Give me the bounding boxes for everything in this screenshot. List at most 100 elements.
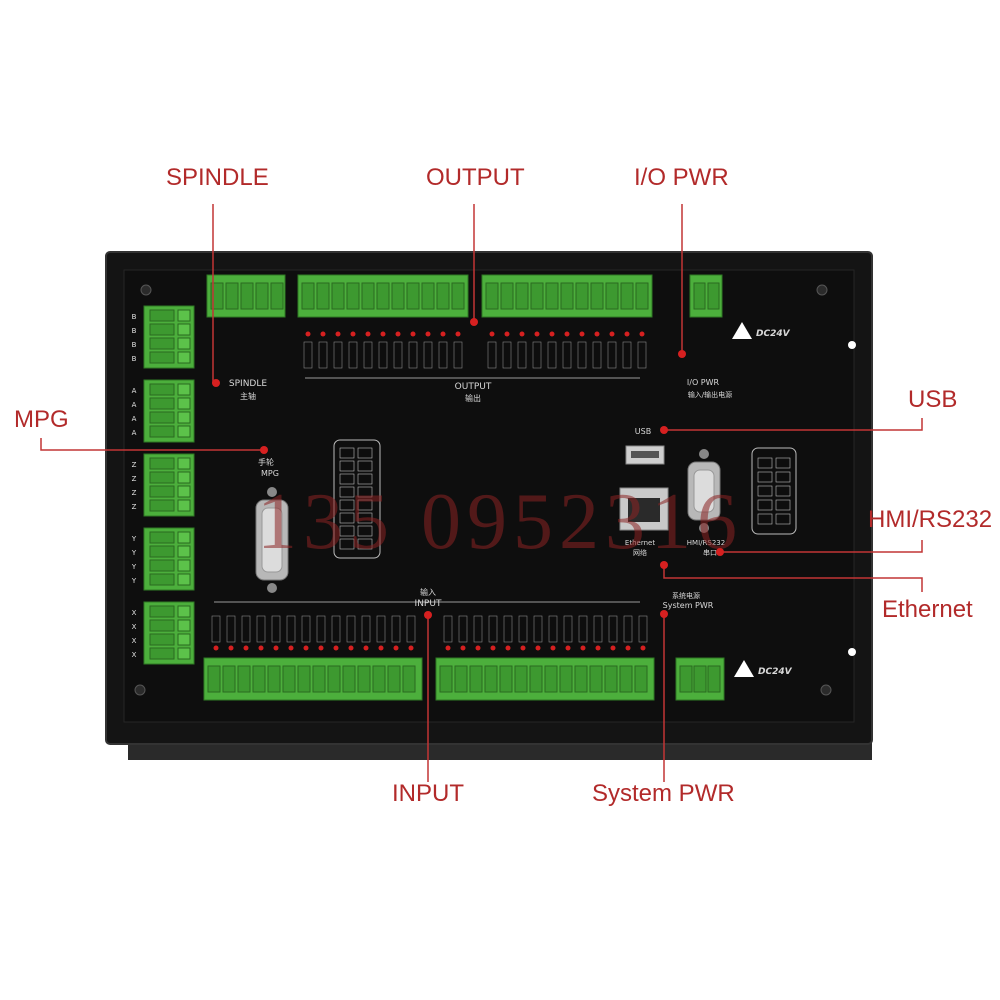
- led-indicator: [595, 645, 601, 651]
- axis-pin-label: Y: [131, 535, 137, 543]
- terminal-pin: [559, 665, 573, 693]
- terminal-pin: [454, 665, 468, 693]
- led-indicator: [425, 331, 431, 337]
- led-indicator: [228, 645, 234, 651]
- led-indicator: [365, 331, 371, 337]
- pinout-cell: [757, 485, 773, 497]
- led-indicator: [273, 645, 279, 651]
- dc24v-top-label: DC24V: [756, 329, 791, 339]
- pin-silkscreen: [517, 341, 527, 369]
- terminal-pin: [149, 309, 175, 322]
- led-indicator: [460, 645, 466, 651]
- led-indicator: [579, 331, 585, 337]
- led-indicator: [243, 645, 249, 651]
- pin-silkscreen: [453, 341, 463, 369]
- terminal-pin: [391, 282, 405, 310]
- terminal-pin: [270, 282, 284, 310]
- pinout-cell: [339, 486, 355, 498]
- terminal-pin: [149, 619, 175, 632]
- pin-silkscreen: [361, 615, 371, 643]
- terminal-pin: [240, 282, 254, 310]
- pin-silkscreen: [623, 615, 633, 643]
- pin-silkscreen: [532, 341, 542, 369]
- terminal-screw: [177, 573, 191, 586]
- terminal-pin: [372, 665, 386, 693]
- terminal-screw: [177, 309, 191, 322]
- pin-silkscreen: [458, 615, 468, 643]
- pin-silkscreen: [438, 341, 448, 369]
- syspwr-board-label: System PWR: [663, 601, 714, 610]
- led-indicator: [505, 645, 511, 651]
- terminal-pin: [149, 351, 175, 364]
- pinout-cell: [775, 457, 791, 469]
- terminal-pin: [346, 282, 360, 310]
- axis-pin-label: A: [132, 401, 137, 409]
- pin-silkscreen: [638, 615, 648, 643]
- led-indicator: [565, 645, 571, 651]
- terminal-pin: [252, 665, 266, 693]
- terminal-pin: [514, 665, 528, 693]
- syspwr-board-label-cn: 系统电源: [672, 591, 700, 600]
- terminal-pin: [357, 665, 371, 693]
- axis-pin-label: Z: [132, 461, 137, 469]
- pinout-cell: [757, 457, 773, 469]
- screw-hole-bottom-left: [134, 684, 146, 696]
- mount-hole-right-bottom: [848, 648, 856, 656]
- phone-watermark: 135 0952316: [257, 478, 743, 566]
- leader-usb: [664, 418, 923, 431]
- terminal-pin: [376, 282, 390, 310]
- axis-pin-label: A: [132, 429, 137, 437]
- led-indicator: [408, 645, 414, 651]
- axis-pin-label: Z: [132, 489, 137, 497]
- terminal-screw: [177, 633, 191, 646]
- pin-silkscreen: [346, 615, 356, 643]
- io-pwr-terminal-block: [689, 274, 723, 318]
- pin-silkscreen: [226, 615, 236, 643]
- terminal-screw: [177, 397, 191, 410]
- terminal-pin: [342, 665, 356, 693]
- ethernet-board-label-cn: 网络: [633, 548, 647, 557]
- mount-hole-right-top: [848, 341, 856, 349]
- terminal-screw: [177, 531, 191, 544]
- terminal-pin: [210, 282, 224, 310]
- pin-silkscreen: [487, 341, 497, 369]
- terminal-pin: [451, 282, 465, 310]
- terminal-pin: [605, 282, 619, 310]
- terminal-pin: [484, 665, 498, 693]
- pin-silkscreen: [393, 341, 403, 369]
- pin-silkscreen: [578, 615, 588, 643]
- terminal-pin: [387, 665, 401, 693]
- terminal-pin: [530, 282, 544, 310]
- terminal-pin: [439, 665, 453, 693]
- pin-silkscreen: [256, 615, 266, 643]
- callout-usb: USB: [908, 386, 958, 413]
- pinout-cell: [357, 512, 373, 524]
- screw-hole-bottom-right: [820, 684, 832, 696]
- pin-silkscreen: [241, 615, 251, 643]
- terminal-pin: [560, 282, 574, 310]
- terminal-screw: [177, 605, 191, 618]
- led-indicator: [625, 645, 631, 651]
- terminal-screw: [177, 383, 191, 396]
- pin-silkscreen: [637, 341, 647, 369]
- led-indicator: [594, 331, 600, 337]
- terminal-screw: [177, 545, 191, 558]
- terminal-screw: [177, 647, 191, 660]
- pin-silkscreen: [348, 341, 358, 369]
- ethernet-port-jack: [628, 498, 660, 522]
- pin-silkscreen: [577, 341, 587, 369]
- terminal-pin: [149, 411, 175, 424]
- led-indicator: [380, 331, 386, 337]
- led-indicator: [490, 645, 496, 651]
- axis-pin-label: Y: [131, 549, 137, 557]
- dc24v-bottom-label: DC24V: [758, 667, 793, 677]
- pinout-cell: [339, 525, 355, 537]
- pin-silkscreen: [378, 341, 388, 369]
- led-indicator: [489, 331, 495, 337]
- terminal-screw: [177, 559, 191, 572]
- io-pwr-board-label: I/O PWR: [687, 378, 720, 387]
- led-indicator: [378, 645, 384, 651]
- pinout-cell: [357, 460, 373, 472]
- pinout-cell: [339, 512, 355, 524]
- terminal-pin: [589, 665, 603, 693]
